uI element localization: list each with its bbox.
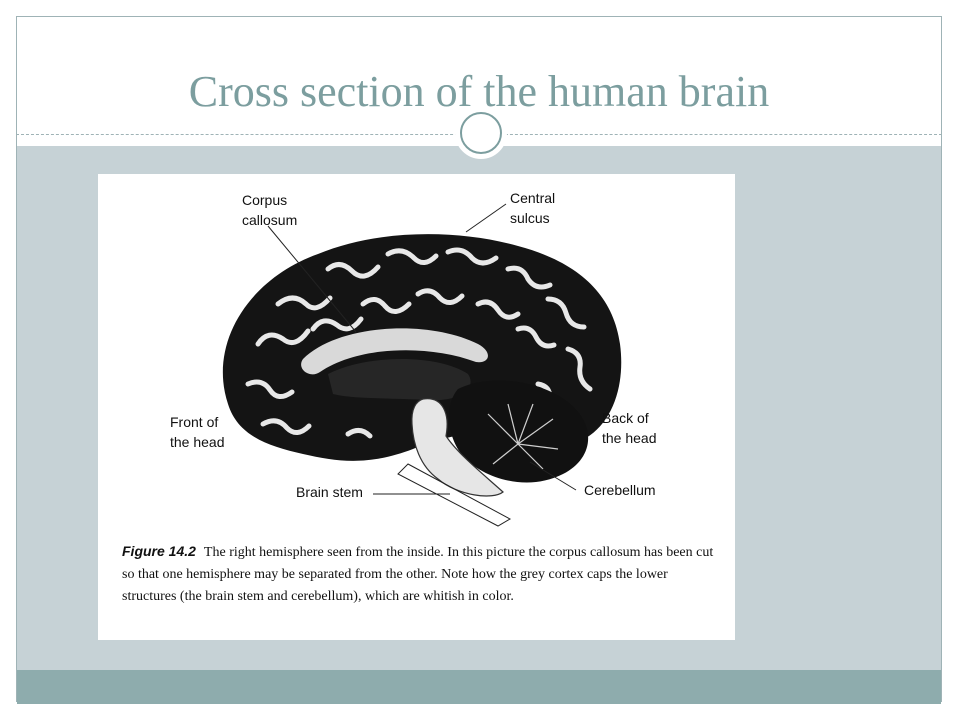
divider-ring-ornament: [455, 107, 507, 159]
figure-number: Figure 14.2: [122, 543, 196, 559]
label-brain-stem: Brain stem: [296, 484, 363, 500]
label-central-sulcus: Central sulcus: [510, 190, 556, 226]
cerebellum-arbor: [487, 403, 559, 470]
cerebellum-shape: [448, 380, 589, 483]
label-cerebellum: Cerebellum: [584, 482, 656, 498]
figure-caption-text: The right hemisphere seen from the insid…: [122, 545, 714, 604]
brain-figure: Corpus callosum Central sulcus Front of …: [98, 174, 735, 640]
cortex-folds: [245, 247, 593, 439]
leader-lines: [267, 203, 577, 527]
label-back-of-head: Back of the head: [602, 410, 657, 446]
corpus-callosum-shape: [301, 328, 488, 375]
footer-bar: [17, 670, 941, 704]
label-corpus-callosum: Corpus callosum: [242, 192, 298, 228]
label-front-of-head: Front of the head: [170, 414, 225, 450]
ring-inner: [460, 112, 502, 154]
brain-illustration: [222, 203, 622, 527]
brain-stem-shape: [411, 398, 504, 497]
